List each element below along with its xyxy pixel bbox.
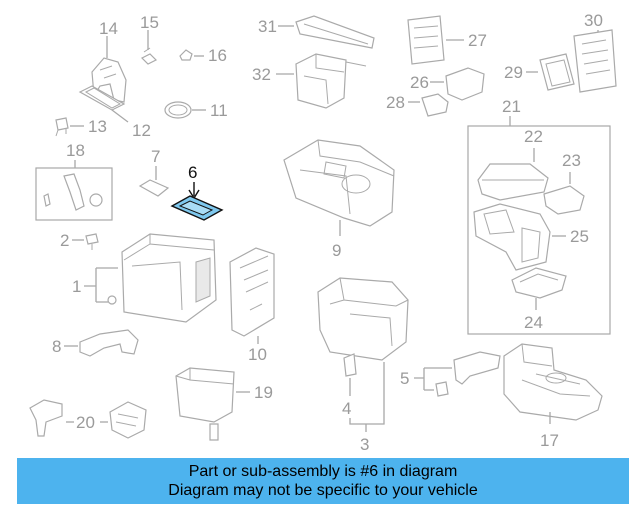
part-9-illustration bbox=[283, 139, 395, 227]
callout-17: 17 bbox=[540, 431, 559, 450]
callout-12: 12 bbox=[132, 121, 151, 140]
part-10-illustration bbox=[229, 247, 275, 337]
callout-15: 15 bbox=[140, 13, 159, 32]
part-19-illustration bbox=[175, 367, 235, 441]
part-4-illustration bbox=[343, 353, 357, 377]
callout-31: 31 bbox=[258, 17, 277, 36]
part-30-illustration bbox=[573, 29, 617, 93]
callout-14: 14 bbox=[99, 19, 118, 38]
callout-30: 30 bbox=[584, 11, 603, 30]
part-1-illustration bbox=[107, 233, 217, 323]
part-15-illustration bbox=[140, 47, 158, 65]
part-32-illustration bbox=[295, 53, 367, 109]
part-13-illustration bbox=[55, 117, 69, 137]
callout-3: 3 bbox=[360, 435, 369, 454]
part-3-illustration bbox=[317, 277, 409, 361]
parts-diagram: 14 15 16 12 11 13 18 7 bbox=[29, 11, 617, 454]
part-6-highlighted-illustration bbox=[170, 195, 224, 221]
callout-8: 8 bbox=[52, 337, 61, 356]
callout-5: 5 bbox=[400, 369, 409, 388]
callout-4: 4 bbox=[342, 399, 351, 418]
part-18-illustration bbox=[43, 173, 103, 211]
part-25-illustration bbox=[473, 203, 551, 271]
callout-27: 27 bbox=[468, 31, 487, 50]
part-31-illustration bbox=[295, 15, 375, 49]
callout-9: 9 bbox=[332, 241, 341, 260]
part-8-illustration bbox=[79, 329, 139, 357]
part-22-illustration bbox=[477, 163, 549, 201]
callout-16: 16 bbox=[208, 46, 227, 65]
part-5-illustration bbox=[435, 351, 501, 397]
part-11-illustration bbox=[164, 101, 192, 119]
part-26-illustration bbox=[445, 67, 485, 101]
banner-line-part-number: Part or sub-assembly is #6 in diagram bbox=[188, 463, 458, 480]
part-2-illustration bbox=[85, 233, 99, 250]
callout-23: 23 bbox=[562, 151, 581, 170]
part-27-illustration bbox=[407, 15, 445, 65]
callout-21: 21 bbox=[502, 97, 521, 116]
callout-10: 10 bbox=[248, 345, 267, 364]
callout-2: 2 bbox=[60, 231, 69, 250]
callout-6: 6 bbox=[188, 163, 197, 182]
callout-18: 18 bbox=[66, 141, 85, 160]
callout-22: 22 bbox=[524, 127, 543, 146]
part-24-illustration bbox=[511, 267, 567, 299]
callout-29: 29 bbox=[504, 63, 523, 82]
callout-25: 25 bbox=[570, 227, 589, 246]
callout-20: 20 bbox=[76, 413, 95, 432]
callout-7: 7 bbox=[151, 147, 160, 166]
part-17-illustration bbox=[503, 343, 603, 421]
callout-28: 28 bbox=[386, 93, 405, 112]
banner-line-disclaimer: Diagram may not be specific to your vehi… bbox=[168, 482, 478, 499]
info-banner: Part or sub-assembly is #6 in diagram Di… bbox=[17, 458, 629, 504]
part-28-illustration bbox=[421, 93, 449, 117]
callout-26: 26 bbox=[410, 73, 429, 92]
callout-32: 32 bbox=[252, 65, 271, 84]
part-7-illustration bbox=[138, 179, 170, 197]
callout-1: 1 bbox=[72, 277, 81, 296]
part-23-illustration bbox=[543, 185, 585, 215]
part-12-illustration bbox=[78, 85, 126, 111]
callout-19: 19 bbox=[254, 383, 273, 402]
callout-11: 11 bbox=[210, 101, 228, 120]
part-16-illustration bbox=[179, 49, 193, 61]
part-29-illustration bbox=[539, 53, 575, 91]
callout-24: 24 bbox=[524, 313, 543, 332]
callout-13: 13 bbox=[88, 117, 107, 136]
part-20-illustration bbox=[29, 399, 147, 439]
